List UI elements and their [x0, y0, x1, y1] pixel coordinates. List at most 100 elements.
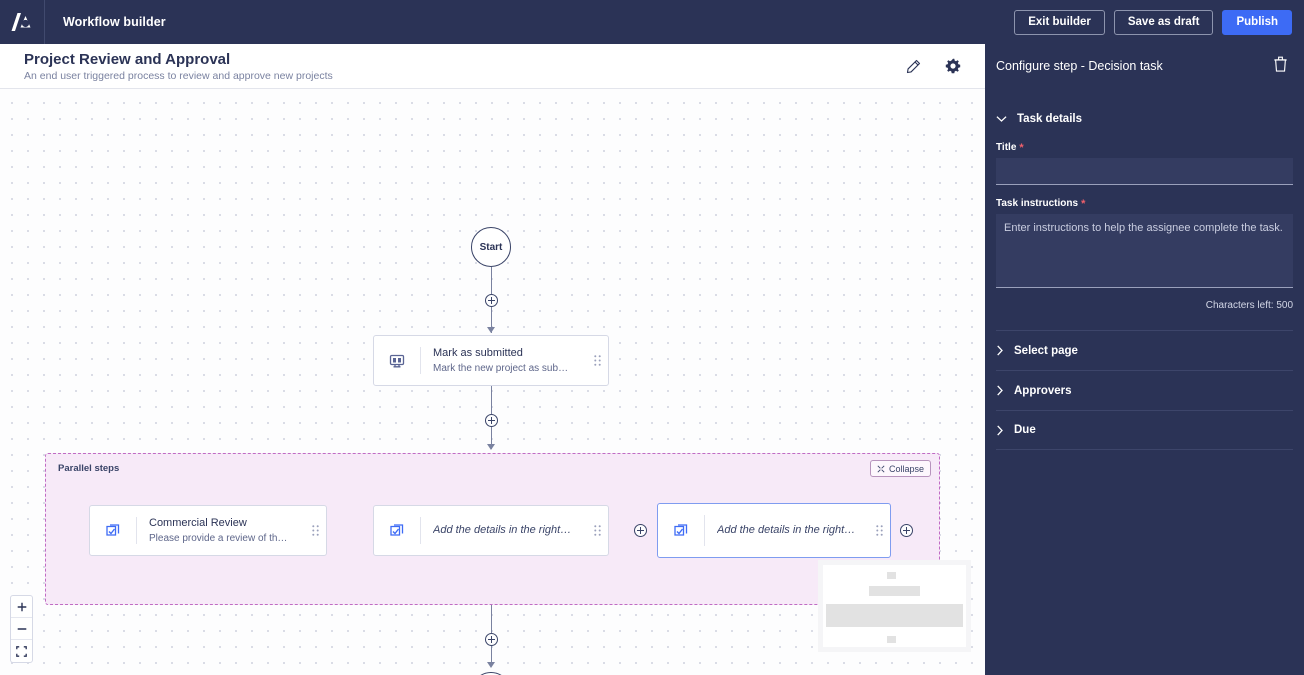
- panel-section-due[interactable]: Due: [996, 410, 1293, 450]
- canvas-header-icons: [906, 58, 971, 74]
- connector-line: [491, 427, 492, 449]
- parallel-branch-empty-1[interactable]: Add the details in the right hand panel: [373, 505, 609, 556]
- body-row: Project Review and Approval An end user …: [0, 44, 1304, 675]
- app-logo[interactable]: [0, 0, 45, 44]
- settings-gear-icon[interactable]: [945, 58, 961, 74]
- panel-section-approvers[interactable]: Approvers: [996, 370, 1293, 410]
- zoom-out-button[interactable]: [11, 618, 32, 640]
- collapsed-sections: Select page Approvers Due: [996, 330, 1293, 450]
- required-asterisk: *: [1081, 197, 1086, 210]
- required-asterisk: *: [1019, 141, 1024, 154]
- branch-text: Commercial Review Please provide a revie…: [137, 517, 304, 545]
- parallel-steps-label: Parallel steps: [58, 463, 120, 474]
- zoom-in-button[interactable]: [11, 596, 32, 618]
- task-instructions-textarea[interactable]: [996, 214, 1293, 288]
- canvas-column: Project Review and Approval An end user …: [0, 44, 985, 675]
- connector-line: [491, 267, 492, 295]
- apptio-logo-icon: [11, 13, 31, 31]
- minus-icon: [17, 627, 26, 630]
- page-subtitle: An end user triggered process to review …: [24, 69, 333, 82]
- collapse-icon: [877, 464, 885, 473]
- chevron-down-icon: [996, 115, 1007, 122]
- chevron-right-icon: [997, 424, 1003, 436]
- characters-left-counter: Characters left: 500: [1205, 300, 1293, 311]
- card-divider: [420, 517, 421, 544]
- form-step-icon: [374, 353, 420, 369]
- panel-title: Configure step - Decision task: [996, 59, 1163, 73]
- trash-delete-icon[interactable]: [1273, 56, 1288, 77]
- drag-handle-icon[interactable]: [304, 525, 326, 536]
- instructions-field-label: Task instructions *: [996, 198, 1293, 209]
- branch-subtitle: Please provide a review of the comm...: [149, 532, 292, 544]
- section-title: Task details: [1017, 112, 1082, 125]
- flow-diagram: Start: [0, 89, 985, 675]
- step-node-title: Mark as submitted: [433, 346, 523, 359]
- workflow-heading: Project Review and Approval An end user …: [24, 51, 333, 82]
- minimap-inner: [823, 565, 966, 647]
- connector-arrow: [487, 327, 495, 333]
- title-input[interactable]: [996, 158, 1293, 185]
- card-divider: [704, 515, 705, 546]
- collapse-label: Collapse: [888, 463, 924, 474]
- drag-handle-icon[interactable]: [586, 525, 608, 536]
- card-divider: [420, 347, 421, 374]
- parallel-branch-selected[interactable]: Add the details in the right hand panel: [657, 503, 891, 558]
- branch-title: Commercial Review: [149, 516, 247, 529]
- minimap-block: [887, 635, 896, 643]
- fit-to-screen-button[interactable]: [11, 640, 32, 662]
- chevron-right-icon: [997, 345, 1003, 356]
- branch-placeholder: Add the details in the right hand panel: [717, 524, 856, 536]
- exit-builder-button[interactable]: Exit builder: [1014, 9, 1105, 35]
- collapse-parallel-button[interactable]: Collapse: [869, 460, 931, 477]
- canvas-minimap[interactable]: [818, 560, 971, 652]
- branch-text: Add the details in the right hand panel: [421, 524, 586, 537]
- configure-step-panel: Configure step - Decision task Task deta…: [985, 44, 1304, 675]
- step-node-mark-as-submitted[interactable]: Mark as submitted Mark the new project a…: [373, 335, 609, 386]
- connector-arrow: [487, 662, 495, 668]
- instructions-label-text: Task instructions: [996, 198, 1079, 209]
- step-node-text: Mark as submitted Mark the new project a…: [421, 347, 586, 375]
- section-title: Due: [1014, 424, 1036, 436]
- drag-handle-icon[interactable]: [586, 355, 608, 366]
- workflow-canvas[interactable]: Start: [0, 89, 985, 675]
- decision-task-icon: [90, 523, 136, 539]
- publish-button[interactable]: Publish: [1222, 9, 1292, 35]
- edit-pencil-icon[interactable]: [906, 59, 921, 74]
- decision-task-icon: [658, 523, 704, 539]
- minimap-block: [887, 571, 896, 579]
- add-step-button[interactable]: [485, 294, 498, 307]
- card-divider: [136, 517, 137, 544]
- start-node[interactable]: Start: [471, 227, 511, 267]
- panel-section-select-page[interactable]: Select page: [996, 330, 1293, 370]
- connector-line: [491, 307, 492, 333]
- connector-arrow: [487, 444, 495, 450]
- parallel-branch-commercial-review[interactable]: Commercial Review Please provide a revie…: [89, 505, 327, 556]
- add-parallel-branch-button[interactable]: [900, 524, 913, 537]
- section-title: Approvers: [1014, 384, 1072, 397]
- section-title: Select page: [1014, 344, 1078, 357]
- page-title: Project Review and Approval: [24, 50, 231, 68]
- connector-line: [491, 646, 492, 666]
- minimap-block: [868, 586, 921, 597]
- topbar-actions: Exit builder Save as draft Publish: [1014, 9, 1304, 35]
- canvas-header: Project Review and Approval An end user …: [0, 44, 985, 89]
- panel-section-task-details[interactable]: Task details: [996, 102, 1293, 135]
- branch-text: Add the details in the right hand panel: [705, 524, 868, 537]
- connector-line: [491, 605, 492, 633]
- chevron-right-icon: [997, 385, 1003, 396]
- add-step-button[interactable]: [485, 414, 498, 427]
- panel-header: Configure step - Decision task: [985, 44, 1304, 88]
- title-label-text: Title: [996, 142, 1017, 153]
- connector-line: [491, 386, 492, 414]
- step-node-subtitle: Mark the new project as submitted: [433, 362, 574, 374]
- plus-icon: [17, 602, 26, 611]
- branch-placeholder: Add the details in the right hand panel: [433, 524, 574, 536]
- drag-handle-icon[interactable]: [868, 525, 890, 536]
- fit-to-screen-icon: [16, 645, 27, 657]
- panel-body: Task details Title * Task instructions *…: [985, 88, 1304, 675]
- add-parallel-branch-button[interactable]: [634, 524, 647, 537]
- topbar-title: Workflow builder: [63, 15, 166, 29]
- save-as-draft-button[interactable]: Save as draft: [1113, 9, 1214, 35]
- add-step-button[interactable]: [485, 633, 498, 646]
